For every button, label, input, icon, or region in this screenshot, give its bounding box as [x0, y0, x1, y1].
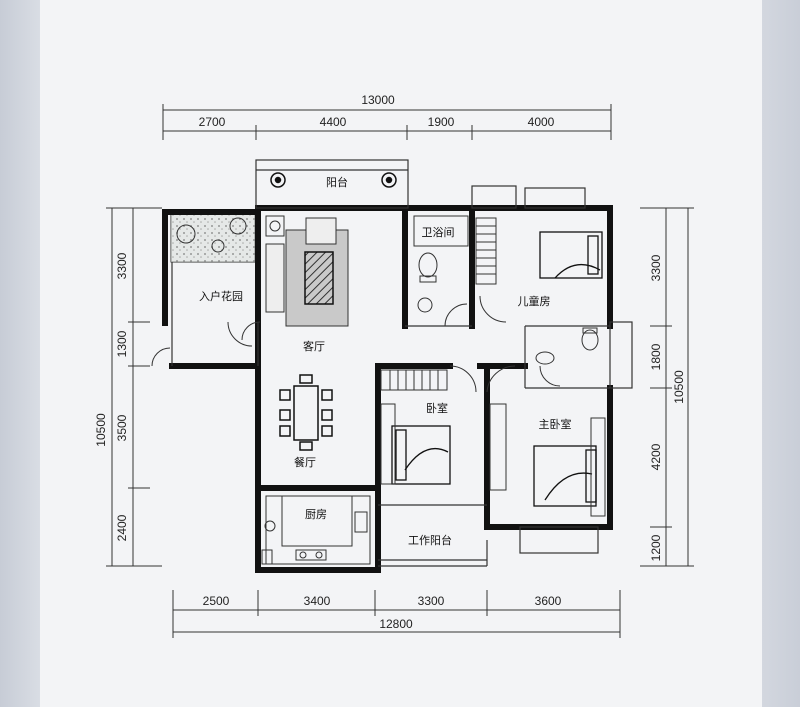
bottom-dimension-1: 2500 [203, 594, 230, 608]
label-entry-garden: 入户花园 [199, 289, 243, 303]
bed-kids [539, 231, 603, 279]
label-bedroom: 卧室 [426, 401, 448, 415]
bathroom-fixtures [413, 215, 599, 365]
interior-lines [171, 159, 633, 567]
top-dimension-lines [162, 104, 612, 140]
label-kitchen: 厨房 [305, 508, 327, 521]
top-dimension-4: 4000 [528, 115, 555, 129]
top-dimension-1: 2700 [199, 115, 226, 129]
right-dimension-lines [640, 207, 694, 567]
wardrobe-hatch-kids [475, 217, 497, 285]
label-dining-room: 餐厅 [294, 455, 316, 469]
left-dimension-4: 2400 [115, 514, 129, 541]
dining-table [279, 374, 333, 451]
living-room-furniture [265, 215, 349, 327]
bottom-dimension-2: 3400 [304, 594, 331, 608]
wardrobe-hatch-bedroom [380, 369, 448, 391]
entry-garden [170, 211, 256, 263]
left-dimension-1: 3300 [115, 252, 129, 279]
right-dimension-4: 1200 [649, 534, 663, 561]
right-dimension-3: 4200 [649, 443, 663, 470]
top-dimension-3: 1900 [428, 115, 455, 129]
label-work-balcony: 工作阳台 [408, 533, 452, 547]
bottom-dimension-3: 3300 [418, 594, 445, 608]
label-bathroom: 卫浴间 [422, 226, 455, 239]
right-total-dimension: 10500 [672, 370, 686, 404]
left-total-dimension: 10500 [94, 413, 108, 447]
left-dimension-lines [106, 207, 162, 567]
top-dimension-2: 4400 [320, 115, 347, 129]
balcony-fixtures [270, 172, 397, 188]
label-kids-room: 儿童房 [518, 294, 551, 308]
label-living-room: 客厅 [303, 339, 325, 353]
bed-master [533, 445, 597, 507]
left-dimension-3: 3500 [115, 414, 129, 441]
right-dimension-2: 1800 [649, 343, 663, 370]
door-swings [151, 295, 561, 393]
label-balcony: 阳台 [326, 175, 348, 189]
kitchen-fixtures [261, 495, 371, 565]
top-total-dimension: 13000 [361, 93, 395, 107]
master-wardrobe [380, 403, 606, 517]
bottom-total-dimension: 12800 [379, 617, 413, 631]
label-master-bedroom: 主卧室 [539, 417, 572, 431]
left-dimension-2: 1300 [115, 330, 129, 357]
bottom-dimension-lines [172, 590, 621, 638]
right-dimension-1: 3300 [649, 254, 663, 281]
bottom-dimension-4: 3600 [535, 594, 562, 608]
bed-bedroom [391, 425, 451, 485]
